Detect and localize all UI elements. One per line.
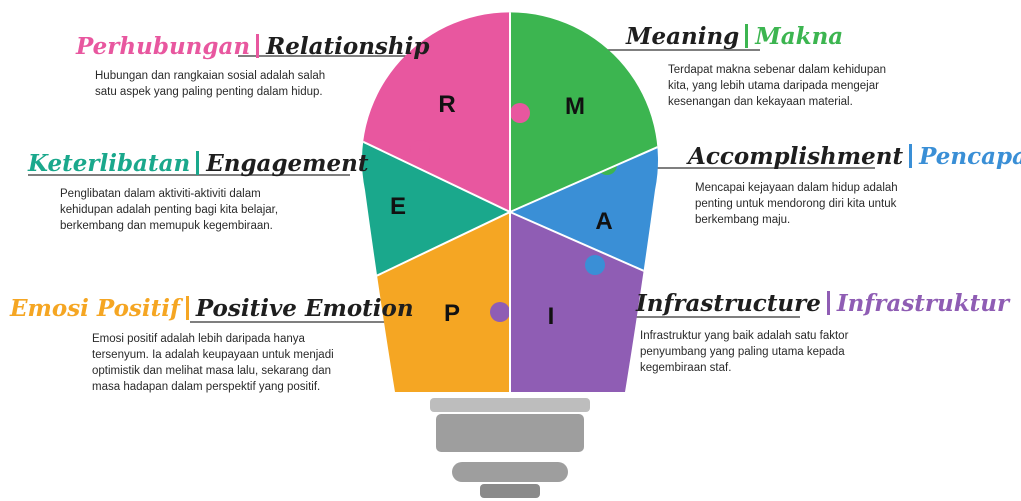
positive-line: Emosi positif adalah lebih daripada hany… [92, 333, 305, 345]
infrastructure-description: Infrastruktur yang baik adalah satu fakt… [640, 328, 848, 376]
bulb-base-cap [452, 462, 568, 482]
knob-pi [490, 302, 510, 322]
accomplishment-title-ms: Pencapaian [919, 143, 1021, 170]
engagement-separator [196, 151, 200, 175]
relationship-title-en: Relationship [266, 33, 430, 60]
segment-meaning [510, 12, 658, 212]
engagement-line: Penglibatan dalam aktiviti-aktiviti dala… [60, 188, 261, 200]
engagement-title-en: Engagement [206, 150, 369, 177]
letter-m: M [565, 93, 585, 120]
meaning-line: Terdapat makna sebenar dalam kehidupan [668, 64, 887, 76]
infrastructure-line: kegembiraan staf. [640, 362, 732, 374]
positive-title-ms: Emosi Positif [10, 295, 180, 322]
positive-line: optimistik dan melihat masa lalu, sekara… [92, 365, 332, 377]
engagement-line: berkembang dan memupuk kegembiraan. [60, 220, 273, 232]
engagement-heading: Keterlibatan Engagement [28, 151, 368, 177]
meaning-separator [745, 24, 749, 48]
knob-ma [597, 155, 617, 175]
infrastructure-line: penyumbang yang paling utama kepada [640, 346, 845, 358]
positive-title-en: Positive Emotion [195, 295, 414, 322]
infrastructure-title-ms: Infrastruktur [836, 290, 1010, 317]
engagement-line: kehidupan adalah penting bagi kita belaj… [60, 204, 279, 216]
letter-a: A [595, 208, 612, 235]
letter-i: I [548, 303, 555, 330]
meaning-title-en: Meaning [626, 23, 740, 50]
accomplishment-heading: Accomplishment Pencapaian [688, 144, 1021, 170]
infrastructure-heading: Infrastructure Infrastruktur [636, 291, 1009, 317]
segment-accomplishment [510, 102, 658, 322]
positive-line: masa hadapan dalam perspektif yang posit… [92, 381, 321, 393]
relationship-title-ms: Perhubungan [76, 33, 251, 60]
bulb-base-body [436, 414, 584, 452]
knob-ep [398, 238, 418, 258]
knob-re [410, 140, 430, 160]
engagement-title-ms: Keterlibatan [28, 150, 191, 177]
segment-infrastructure [510, 212, 658, 393]
infrastructure-line: Infrastruktur yang baik adalah satu fakt… [640, 330, 849, 342]
positive-separator [185, 296, 189, 320]
accomplishment-separator [909, 144, 913, 168]
bulb-base-top [430, 398, 590, 412]
segment-positive-emotion [362, 212, 510, 393]
meaning-heading: Meaning Makna [626, 24, 843, 50]
letter-e: E [390, 193, 406, 220]
knob-rm [510, 103, 530, 123]
infrastructure-separator [826, 291, 830, 315]
positive-line: tersenyum. Ia adalah keupayaan untuk men… [92, 349, 334, 361]
segment-engagement [362, 102, 510, 322]
relationship-line: satu aspek yang paling penting dalam hid… [95, 86, 323, 98]
relationship-separator [256, 34, 260, 58]
letter-r: R [438, 91, 455, 118]
meaning-title-ms: Makna [755, 23, 844, 50]
accomplishment-line: penting untuk mendorong diri kita untuk [695, 198, 897, 210]
accomplishment-line: Mencapai kejayaan dalam hidup adalah [695, 182, 898, 194]
accomplishment-title-en: Accomplishment [688, 143, 904, 170]
meaning-description: Terdapat makna sebenar dalam kehidupan k… [668, 62, 886, 110]
positive-emotion-heading: Emosi Positif Positive Emotion [10, 296, 414, 322]
relationship-line: Hubungan dan rangkaian sosial adalah sal… [95, 70, 326, 82]
engagement-description: Penglibatan dalam aktiviti-aktiviti dala… [60, 186, 278, 234]
meaning-line: kita, yang lebih utama daripada mengejar [668, 80, 879, 92]
infrastructure-title-en: Infrastructure [636, 290, 821, 317]
positive-emotion-description: Emosi positif adalah lebih daripada hany… [92, 331, 334, 395]
accomplishment-description: Mencapai kejayaan dalam hidup adalah pen… [695, 180, 898, 228]
accomplishment-line: berkembang maju. [695, 214, 791, 226]
relationship-description: Hubungan dan rangkaian sosial adalah sal… [95, 68, 325, 100]
meaning-line: kesenangan dan kekayaan material. [668, 96, 853, 108]
knob-ai [585, 255, 605, 275]
relationship-heading: Perhubungan Relationship [76, 34, 429, 60]
letter-p: P [444, 300, 460, 327]
segment-relationship [362, 12, 510, 212]
bulb-base-tip [480, 484, 540, 498]
